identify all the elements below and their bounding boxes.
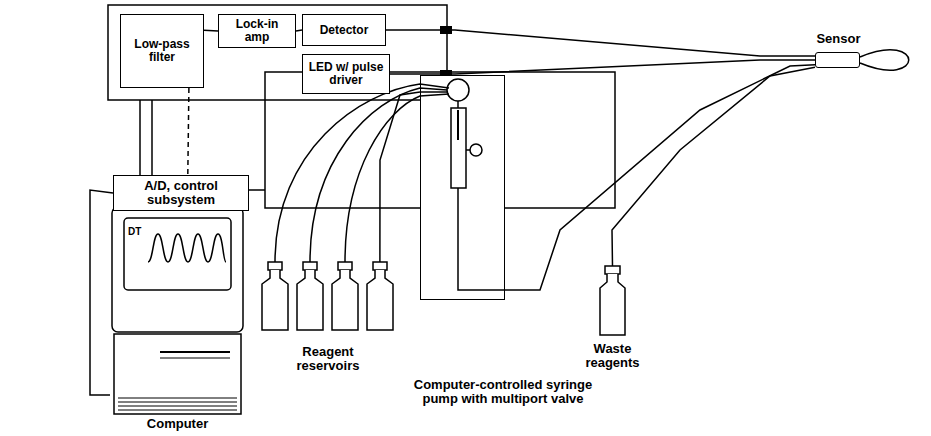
part-label: Reagent reservoirs — [278, 345, 378, 373]
box-label: LED w/ pulse driver — [306, 61, 386, 87]
connector-line — [90, 190, 113, 395]
reagent-tube — [345, 94, 449, 262]
screen-label: DT — [128, 226, 141, 237]
connector-line — [380, 92, 420, 262]
disk-slot — [160, 358, 230, 359]
bottle-cap — [605, 266, 620, 274]
part-label: Computer-controlled syringe pump with mu… — [413, 378, 593, 406]
box-label: Detector — [320, 24, 369, 37]
control-wire — [151, 100, 153, 175]
instrument-housing — [108, 5, 447, 100]
detector-box: Detector — [302, 14, 386, 46]
reagent-bottles — [262, 262, 393, 330]
sensor: Sensor — [815, 52, 860, 68]
box-label: Low-pass filter — [124, 38, 200, 64]
box-label: Lock-in amp — [222, 18, 292, 44]
connector-line — [612, 67, 815, 266]
fiber-loop — [860, 50, 909, 70]
bottle — [262, 270, 288, 330]
connector-line — [390, 60, 815, 74]
bottle-cap — [268, 262, 282, 270]
connector-line — [204, 30, 218, 32]
amplifier-box: Lock-in amp — [218, 14, 296, 48]
part-label: Waste reagents — [572, 342, 653, 370]
syringe-plunger — [457, 110, 459, 140]
base-vents — [118, 398, 237, 410]
reagent-tube — [420, 91, 447, 93]
pump-face — [421, 76, 504, 299]
part-label: Computer — [105, 417, 250, 431]
bottle-cap — [338, 262, 352, 270]
syringe-pump: Computer-controlled syringe pump with mu… — [420, 75, 505, 300]
syringe-neck — [457, 101, 459, 108]
bottle-cap — [373, 262, 387, 270]
box-label: A/D, control subsystem — [117, 179, 245, 207]
filter-box: Low-pass filter — [120, 14, 204, 88]
waste-bottle — [600, 274, 625, 335]
disk-slot — [160, 351, 230, 353]
bottle — [367, 270, 393, 330]
computer-screen — [124, 218, 231, 290]
connector-line — [505, 65, 815, 290]
reagent-tube — [275, 84, 449, 262]
control-wire — [139, 100, 141, 175]
control-box: A/D, control subsystem — [113, 175, 249, 211]
bottle-cap — [303, 262, 317, 270]
bottle — [332, 270, 358, 330]
waste-bottle: Waste reagents — [600, 266, 625, 336]
signal-trace — [148, 234, 226, 262]
connector-line — [386, 30, 815, 56]
bottle — [297, 270, 323, 330]
outlet-tube — [458, 188, 505, 290]
syringe-barrel — [451, 108, 466, 188]
computer-monitor — [112, 207, 243, 332]
computer-base — [114, 334, 241, 414]
multiport-valve — [447, 79, 469, 101]
reagent-tube — [310, 88, 447, 262]
led-box: LED w/ pulse driver — [302, 54, 390, 94]
part-label: Sensor — [804, 32, 873, 46]
reagent-reservoirs: Reagent reservoirs — [258, 262, 398, 330]
syringe-valve — [470, 144, 482, 156]
connector-line — [188, 88, 189, 175]
